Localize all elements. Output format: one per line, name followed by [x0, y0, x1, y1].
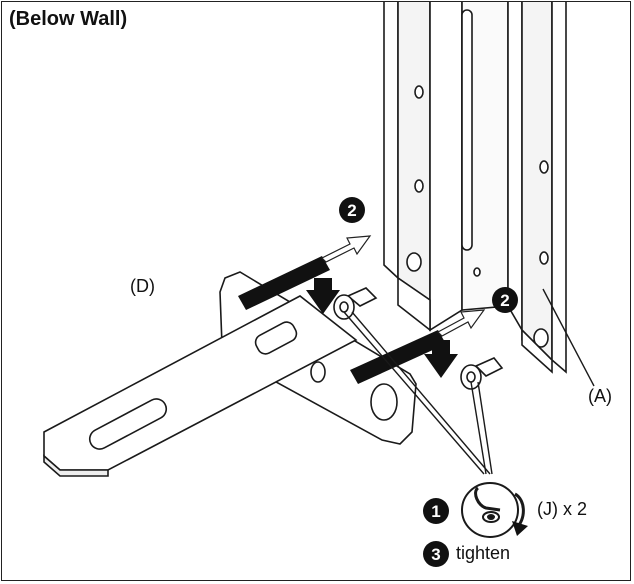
step-2-badge-lower: 2	[492, 287, 518, 313]
svg-text:2: 2	[500, 291, 509, 310]
step-badges: 2 2 1 3	[339, 197, 518, 567]
part-a-label: (A)	[588, 386, 612, 406]
tighten-label: tighten	[456, 543, 511, 563]
svg-text:3: 3	[431, 545, 440, 564]
slide-arrows	[238, 256, 458, 384]
screw-count-label: (J) x 2	[537, 499, 588, 519]
leader-lines	[343, 288, 595, 475]
step-1-badge: 1	[423, 498, 449, 524]
wall-rail-a	[383, 2, 567, 374]
screws	[333, 287, 504, 390]
part-d-label: (D)	[130, 276, 155, 296]
svg-text:2: 2	[347, 201, 356, 220]
bracket-d	[43, 271, 417, 477]
svg-text:1: 1	[431, 502, 440, 521]
step-3-badge: 3	[423, 541, 449, 567]
page-title: (Below Wall)	[9, 8, 128, 30]
direction-arrows	[320, 235, 486, 337]
screw-rotation-icon	[461, 482, 528, 538]
step-2-badge-top: 2	[339, 197, 365, 223]
